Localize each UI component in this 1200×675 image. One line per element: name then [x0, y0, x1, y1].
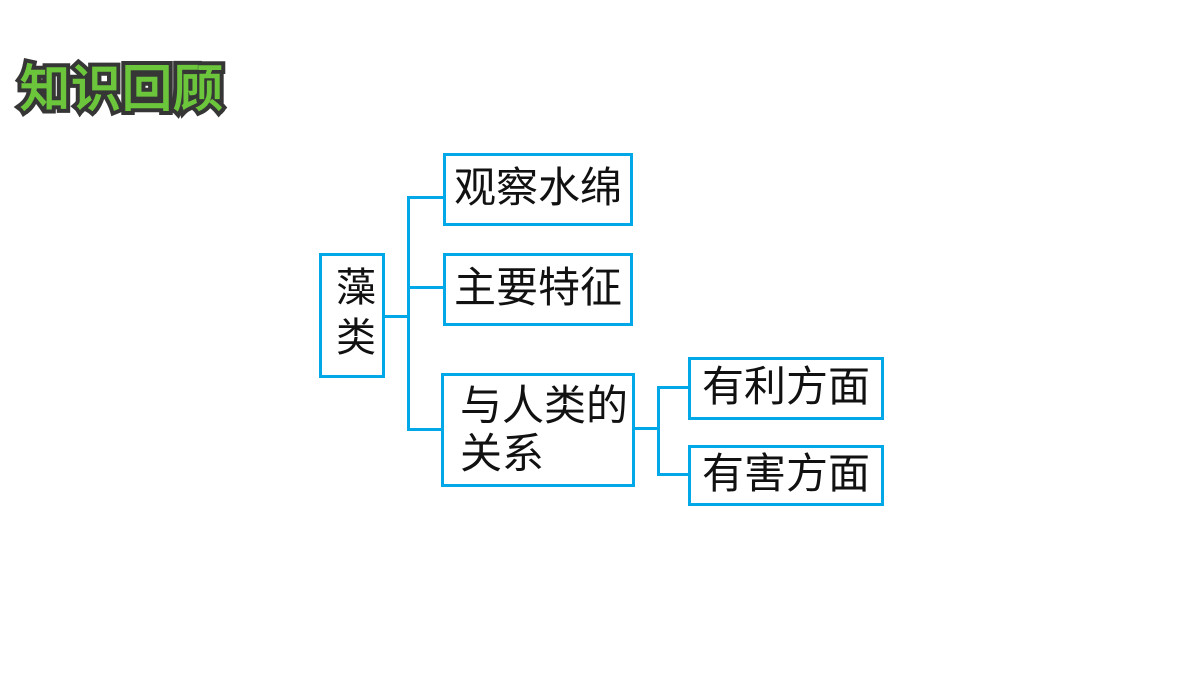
- node-main-features: 主要特征: [443, 253, 633, 326]
- slide-title-text: 知识回顾: [20, 60, 224, 118]
- node-observe-spirogyra: 观察水绵: [443, 153, 633, 226]
- connector-branch-beneficial: [660, 386, 688, 389]
- connector-right-trunk: [657, 386, 660, 476]
- connector-branch-observe: [410, 196, 443, 199]
- node-relation-label: 与人类的关系: [460, 384, 629, 479]
- node-algae: 藻类: [319, 253, 385, 378]
- node-beneficial-aspects: 有利方面: [688, 357, 884, 420]
- slide-title-outline-layer: 知识回顾: [16, 56, 227, 122]
- node-relation-with-humans: 与人类的关系: [441, 373, 635, 487]
- connector-branch-features: [410, 286, 443, 289]
- connector-branch-relation: [410, 428, 441, 431]
- connector-relation-to-trunk: [635, 427, 659, 430]
- connector-left-trunk: [407, 196, 410, 431]
- node-harmful-aspects: 有害方面: [688, 445, 884, 506]
- connector-root-to-trunk: [385, 315, 409, 318]
- connector-branch-harmful: [660, 473, 688, 476]
